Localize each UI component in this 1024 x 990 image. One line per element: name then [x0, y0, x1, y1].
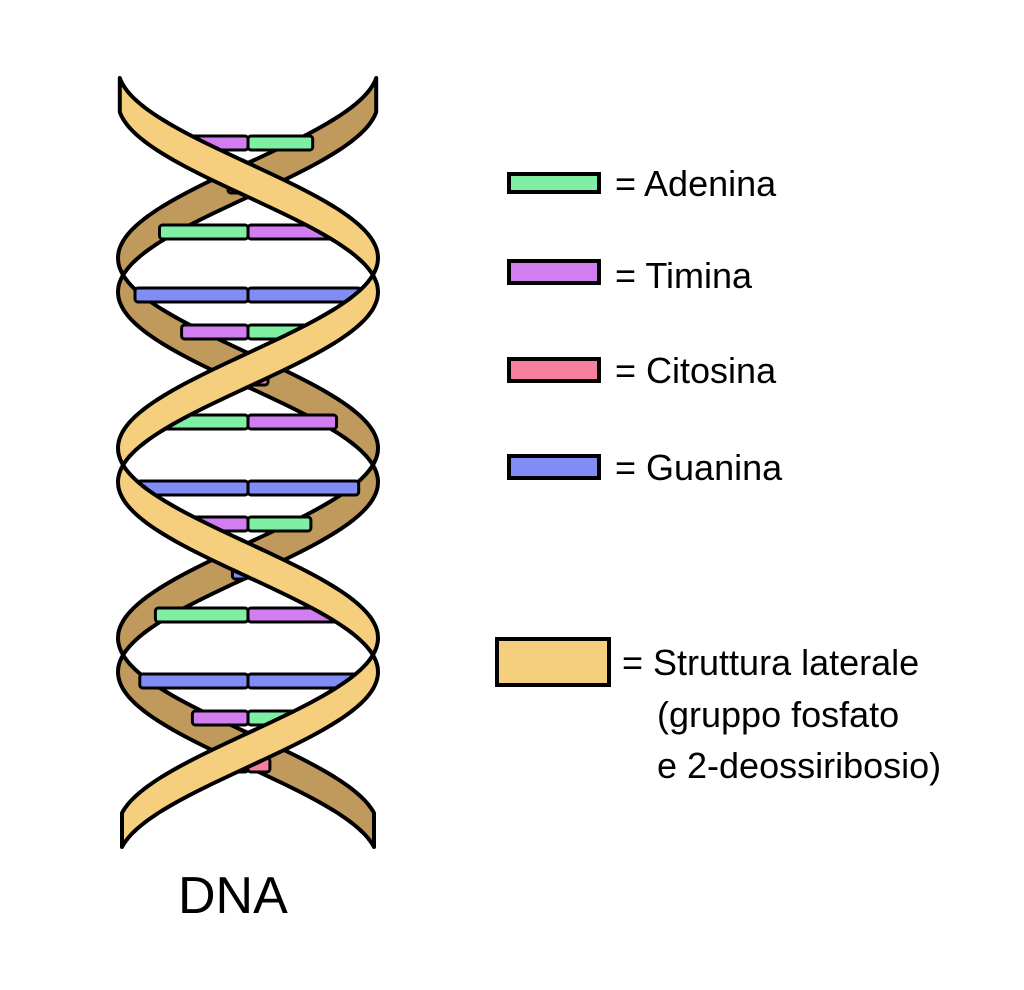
- base-adenina-left: [158, 223, 250, 241]
- base-guanina-left: [138, 672, 250, 690]
- base-guanina-left: [133, 286, 250, 304]
- legend-label-adenina: = Adenina: [615, 163, 777, 204]
- legend-label-citosina: = Citosina: [615, 350, 777, 391]
- base-guanina-right: [246, 286, 363, 304]
- base-timina-left: [190, 709, 250, 727]
- legend-label-guanina: = Guanina: [615, 447, 783, 488]
- legend-label-timina: = Timina: [615, 255, 753, 296]
- front-backbone-strand: [116, 76, 380, 849]
- legend-swatch-backbone: [495, 637, 611, 687]
- base-timina-right: [246, 413, 338, 431]
- base-adenina-right: [246, 134, 315, 152]
- base-adenina-right: [246, 515, 313, 533]
- diagram-caption: DNA: [178, 867, 288, 925]
- backbone-front-segment: [116, 76, 380, 849]
- legend-label-backbone: = Struttura laterale: [622, 642, 920, 683]
- base-adenina-left: [153, 606, 250, 624]
- legend-swatch-timina: [507, 259, 601, 285]
- legend-label-backbone-detail-1: (gruppo fosfato: [657, 694, 900, 735]
- legend-swatch-citosina: [507, 357, 601, 383]
- base-timina-left: [180, 323, 250, 341]
- legend-swatch-adenina: [507, 172, 601, 194]
- base-guanina-right: [246, 479, 361, 497]
- legend-swatch-guanina: [507, 454, 601, 480]
- legend-label-backbone-detail-2: e 2-deossiribosio): [657, 745, 942, 786]
